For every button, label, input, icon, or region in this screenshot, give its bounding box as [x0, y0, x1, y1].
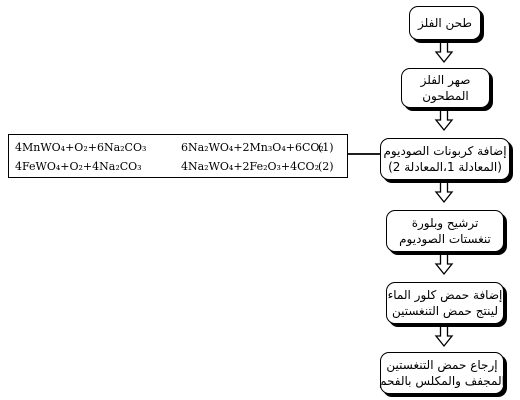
step-6-line2: المجفف والمكلس بالفحم: [379, 374, 505, 388]
arrow-down-3: [435, 179, 453, 203]
step-3-line2: (المعادلة 1،المعادلة 2): [388, 160, 502, 174]
equation-1-products: 6Na₂WO₄+2Mn₃O₄+6CO₂: [181, 141, 324, 154]
step-6-line1: إرجاع حمض التنغستين: [386, 358, 498, 372]
step-add-sodium-carbonate: إضافة كربونات الصوديوم (المعادلة 1،المعا…: [380, 138, 510, 180]
equation-1-number: (1): [318, 141, 334, 154]
step-5-line2: لينتج حمض التنغستين: [391, 304, 499, 318]
arrow-down-2: [435, 107, 453, 131]
step-2-line1: صهر الفلز: [420, 73, 471, 87]
step-5-line1: إضافة حمض كلور الماء: [387, 288, 503, 302]
step-reduce-tungstic-acid: إرجاع حمض التنغستين المجفف والمكلس بالفح…: [379, 352, 505, 394]
step-1-text: طحن الفلز: [418, 16, 472, 30]
arrow-down-1: [435, 39, 453, 63]
equations-box: 4MnWO₄+O₂+6Na₂CO₃ 6Na₂WO₄+2Mn₃O₄+6CO₂ (1…: [8, 134, 348, 178]
step-4-line2: تنغستات الصوديوم: [399, 232, 491, 246]
equation-2-products: 4Na₂WO₄+2Fe₂O₃+4CO₂: [181, 160, 319, 173]
arrow-down-4: [435, 251, 453, 275]
equation-2-reactants: 4FeWO₄+O₂+4Na₂CO₃: [15, 160, 142, 173]
step-2-line2: المطحون: [422, 89, 469, 103]
arrow-down-5: [435, 323, 453, 347]
step-4-line1: ترشيح وبلورة: [411, 216, 479, 230]
step-melt-ground-ore: صهر الفلز المطحون: [401, 68, 490, 108]
step-filter-crystallize: ترشيح وبلورة تنغستات الصوديوم: [386, 210, 504, 252]
step-add-hydrochloric-acid: إضافة حمض كلور الماء لينتج حمض التنغستين: [386, 282, 504, 324]
step-grind-ore: طحن الفلز: [409, 6, 481, 40]
step-3-line1: إضافة كربونات الصوديوم: [383, 144, 507, 158]
equation-2-number: (2): [318, 160, 334, 173]
equation-1-reactants: 4MnWO₄+O₂+6Na₂CO₃: [15, 141, 147, 154]
